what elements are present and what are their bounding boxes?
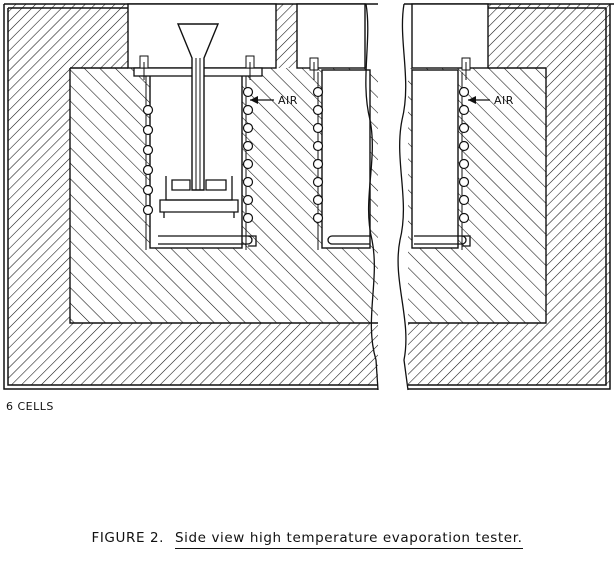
cover-block-3: [411, 3, 489, 69]
figure-number: FIGURE 2.: [91, 530, 165, 546]
break-line-left: [365, 3, 379, 391]
air-arrow-left: [250, 96, 274, 104]
evaporation-tester-diagram: AIR: [3, 3, 614, 413]
sample-dish: [159, 176, 239, 218]
bolt-left: [139, 55, 149, 80]
figure-caption: FIGURE 2. Side view high temperature eva…: [0, 530, 614, 549]
bolt-cell-2: [309, 57, 319, 80]
caption-text: Side view high temperature evaporation t…: [174, 530, 523, 549]
outer-insulation-top-strip: [276, 4, 297, 68]
cells-note: 6 CELLS: [6, 400, 54, 413]
air-arrow-right: [468, 96, 490, 104]
funnel: [176, 23, 220, 191]
break-line-right: [397, 3, 409, 391]
outer-insulation-left: [8, 4, 378, 385]
cell-6-cavity: [411, 69, 459, 249]
left-section: AIR: [3, 3, 379, 391]
right-section: AIR: [397, 3, 614, 391]
outer-insulation-right: [408, 4, 610, 385]
cover-block-2: [296, 3, 366, 69]
air-label-left: AIR: [278, 94, 298, 107]
heating-coils-cell-6: [458, 86, 470, 224]
air-tube-6: [414, 235, 471, 247]
heating-coils-cell-2: [312, 86, 324, 224]
air-label-right: AIR: [494, 94, 514, 107]
air-tube-2: [327, 235, 370, 245]
heating-coils-cell-1: [142, 86, 254, 224]
outer-casing-right: [404, 3, 614, 390]
cell-2-cavity: [321, 69, 371, 249]
bolt-cell-6: [461, 57, 471, 80]
air-tube-1: [158, 235, 257, 247]
bolt-right: [245, 55, 255, 80]
